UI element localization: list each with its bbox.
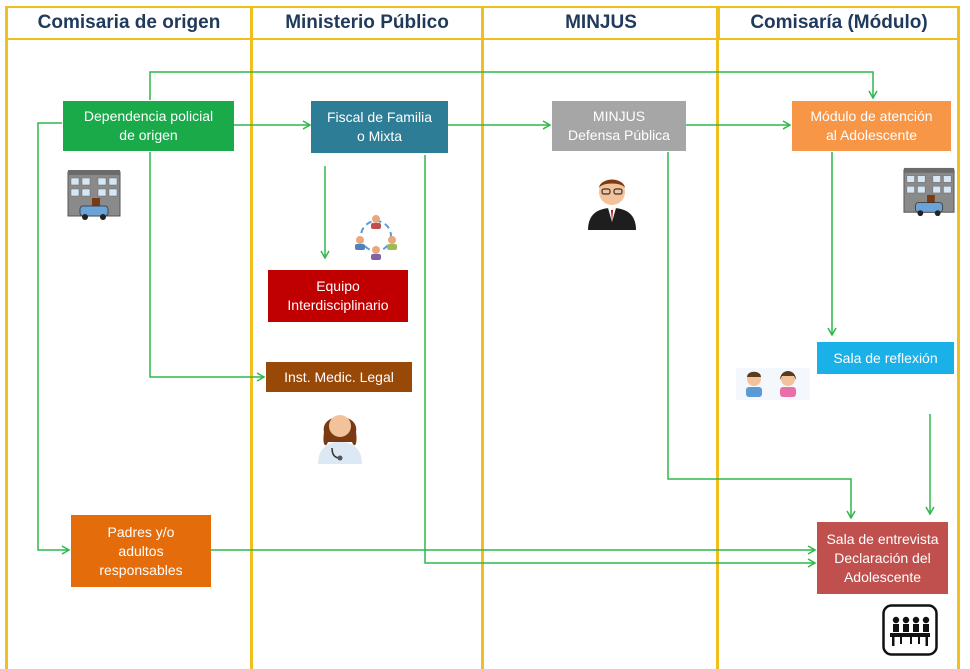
lane-divider-right: [957, 6, 960, 669]
arrow-dependencia-modulo: [149, 71, 878, 100]
arrow-fiscal-entrevista: [424, 155, 817, 568]
lane-header-minjus: MINJUS: [482, 6, 720, 40]
node-inst-medic: Inst. Medic. Legal: [266, 362, 412, 392]
node-sala-entrevista-label: Sala de entrevista Declaración del Adole…: [826, 530, 939, 585]
node-equipo: Equipo Interdisciplinario: [268, 270, 408, 322]
meeting-table-icon: [882, 604, 938, 656]
lane-title-comisaria: Comisaría (Módulo): [750, 12, 928, 33]
node-minjus-defensa-label: MINJUS Defensa Pública: [568, 108, 670, 143]
node-sala-entrevista: Sala de entrevista Declaración del Adole…: [817, 522, 948, 594]
node-modulo: Módulo de atención al Adolescente: [792, 101, 951, 151]
police-station-icon-right: [903, 167, 955, 217]
node-fiscal-label: Fiscal de Familia o Mixta: [326, 109, 433, 144]
node-dependencia: Dependencia policial de origen: [63, 101, 234, 151]
node-sala-reflexion: Sala de reflexión: [817, 342, 954, 374]
lane-header-comisaria: Comisaría (Módulo): [718, 6, 960, 40]
node-fiscal: Fiscal de Familia o Mixta: [311, 101, 448, 153]
node-padres: Padres y/o adultos responsables: [71, 515, 211, 587]
police-station-icon: [67, 170, 121, 220]
node-inst-medic-label: Inst. Medic. Legal: [284, 368, 394, 385]
lane-title-minjus: MINJUS: [565, 12, 637, 33]
arrow-dependencia-padres: [37, 122, 71, 555]
lane-divider-2: [481, 6, 484, 669]
arrow-dependencia-instmedic: [149, 152, 266, 382]
lawyer-icon: [588, 179, 636, 230]
lane-title-origen: Comisaria de origen: [37, 12, 221, 33]
node-sala-reflexion-label: Sala de reflexión: [833, 349, 938, 366]
team-cycle-icon: [355, 215, 397, 260]
lane-header-origen: Comisaria de origen: [6, 6, 252, 40]
arrow-minjus-entrevista: [667, 152, 856, 520]
node-minjus-defensa: MINJUS Defensa Pública: [552, 101, 686, 151]
lane-divider-1: [250, 6, 253, 669]
adolescents-icon: [736, 368, 810, 400]
node-modulo-label: Módulo de atención al Adolescente: [810, 108, 933, 143]
lane-divider-left: [5, 6, 8, 669]
doctor-icon: [318, 415, 362, 464]
node-padres-label: Padres y/o adultos responsables: [99, 523, 183, 578]
lane-divider-3: [716, 6, 719, 669]
node-dependencia-label: Dependencia policial de origen: [83, 108, 214, 143]
lane-title-ministerio: Ministerio Público: [285, 12, 449, 33]
node-equipo-label: Equipo Interdisciplinario: [287, 278, 389, 313]
